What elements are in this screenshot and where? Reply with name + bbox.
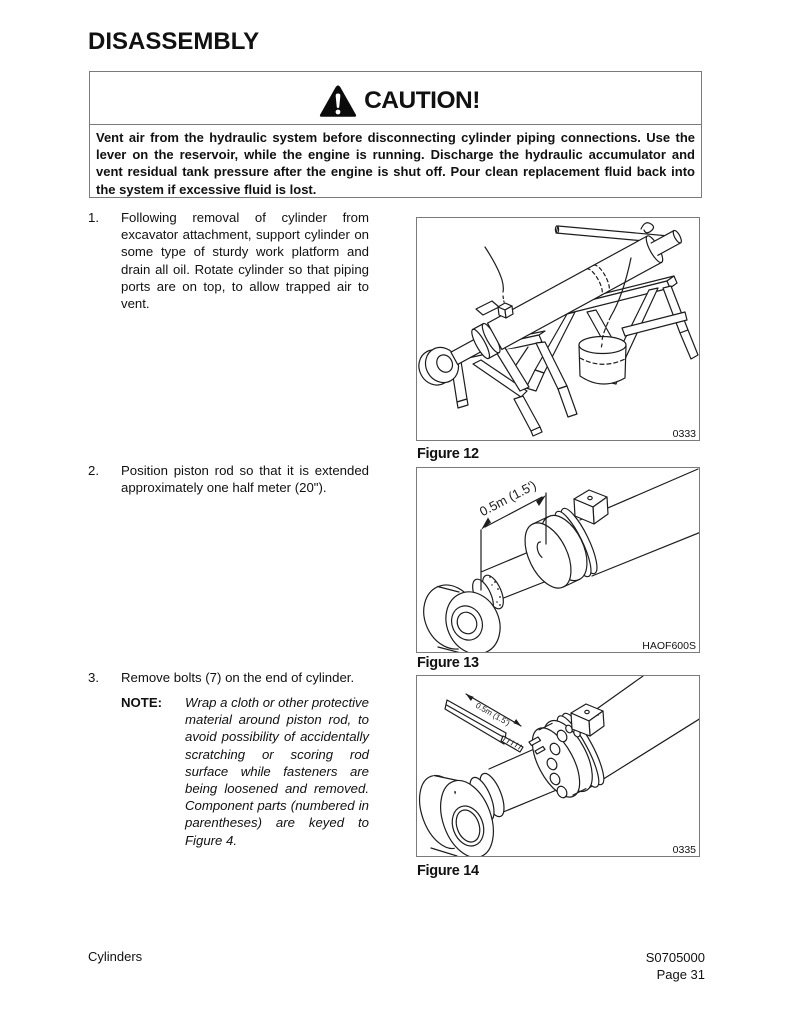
svg-text:0.5m (1.5'): 0.5m (1.5') <box>477 477 539 519</box>
